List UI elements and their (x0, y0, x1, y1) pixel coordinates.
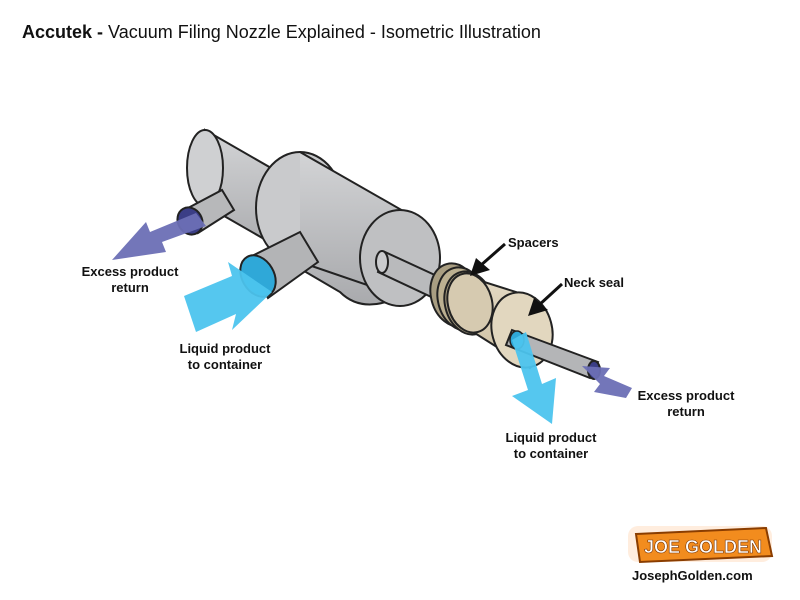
excess-return-arrow-left (112, 213, 206, 260)
label-excess-right-1: Excess product (638, 388, 735, 403)
label-liquid-left-1: Liquid product (180, 341, 272, 356)
label-excess-right-2: return (667, 404, 705, 419)
website-link[interactable]: JosephGolden.com (632, 568, 753, 583)
subtitle: Vacuum Filing Nozzle Explained - Isometr… (108, 22, 541, 42)
label-excess-left-1: Excess product (82, 264, 179, 279)
neck-seal-pointer (528, 282, 564, 316)
label-excess-left-2: return (111, 280, 149, 295)
label-liquid-left-2: to container (188, 357, 262, 372)
excess-return-arrow-right (582, 366, 632, 398)
main-body-cylinder (255, 151, 441, 307)
label-liquid-right-2: to container (514, 446, 588, 461)
page-title: Accutek - Vacuum Filing Nozzle Explained… (22, 22, 541, 43)
brand-name: Accutek - (22, 22, 104, 42)
label-liquid-right-1: Liquid product (506, 430, 598, 445)
logo-text: JOE GOLDEN (644, 537, 762, 557)
label-spacers: Spacers (508, 235, 559, 250)
spacers-pointer (470, 242, 506, 276)
liquid-product-arrow-right (512, 332, 556, 424)
liquid-product-arrow-left (184, 262, 272, 332)
label-neck-seal: Neck seal (564, 275, 624, 290)
joe-golden-logo: JOE GOLDEN (628, 526, 774, 564)
